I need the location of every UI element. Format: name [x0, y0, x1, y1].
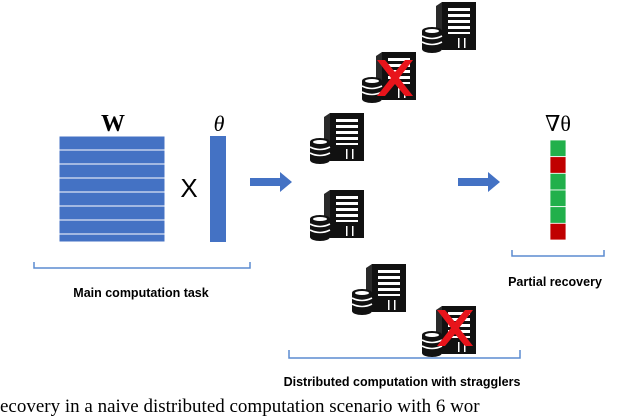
- right-arrow-icon: [250, 172, 292, 192]
- server-with-database-icon: [351, 263, 407, 316]
- right-arrow-icon: [458, 172, 500, 192]
- matrix-row: [58, 149, 166, 165]
- gradient-cell-failed: [549, 222, 567, 241]
- distributed-bracket: [288, 350, 521, 359]
- main-task-label: Main computation task: [73, 286, 208, 300]
- matrix-row: [58, 135, 166, 151]
- gradient-cell-recovered: [549, 172, 567, 191]
- worker-6: [421, 305, 477, 358]
- distributed-label: Distributed computation with stragglers: [284, 375, 521, 389]
- worker-4: [309, 189, 365, 242]
- matrix-label: W: [101, 111, 125, 137]
- matrix-row: [58, 177, 166, 193]
- matrix-row: [58, 233, 166, 243]
- matrix-row: [58, 205, 166, 221]
- matrix-row: [58, 191, 166, 207]
- worker-1: [421, 1, 477, 54]
- figure-caption: ecovery in a naive distributed computati…: [0, 396, 480, 417]
- worker-5: [351, 263, 407, 316]
- matrix-row: [58, 219, 166, 235]
- gradient-cell-recovered: [549, 189, 567, 208]
- gradient-label: ∇θ: [545, 111, 571, 136]
- matrix-row: [58, 163, 166, 179]
- gradient-cell-recovered: [549, 139, 567, 158]
- times-symbol: X: [180, 173, 197, 203]
- server-with-database-icon: [309, 112, 365, 165]
- partial-recovery-bracket: [511, 250, 605, 257]
- gradient-vector: [549, 139, 567, 241]
- gradient-cell-failed: [549, 156, 567, 174]
- matrix-w: [58, 135, 166, 243]
- server-with-database-icon: [421, 1, 477, 54]
- worker-3: [309, 112, 365, 165]
- vector-theta: [210, 136, 226, 242]
- worker-2: [361, 51, 417, 104]
- server-with-database-icon: [309, 189, 365, 242]
- vector-label: θ: [214, 111, 225, 136]
- partial-recovery-label: Partial recovery: [508, 275, 602, 289]
- gradient-label-text: ∇θ: [545, 111, 571, 136]
- gradient-cell-recovered: [549, 206, 567, 224]
- main-task-bracket: [33, 262, 251, 269]
